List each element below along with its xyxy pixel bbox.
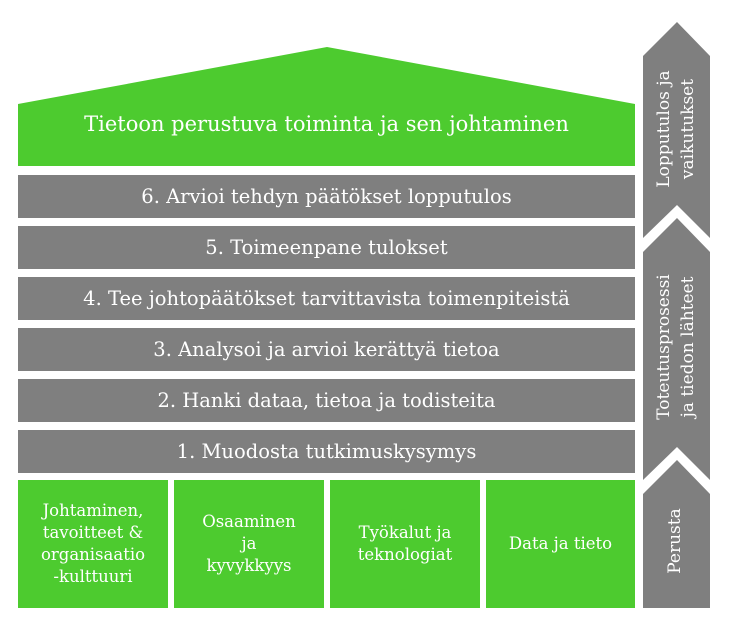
pillar-competence: Osaaminen ja kyvykkyys xyxy=(174,480,324,608)
pillar-label: Data ja tieto xyxy=(508,534,613,553)
pillar-tools: Työkalut ja teknologiat xyxy=(330,480,480,608)
step-4: 4. Tee johtopäätökset tarvittavista toim… xyxy=(18,277,635,320)
step-3: 3. Analysoi ja arvioi kerättyä tietoa xyxy=(18,328,635,371)
step-6: 6. Arvioi tehdyn päätökset lopputulos xyxy=(18,175,635,218)
side-label-foundation: Perusta xyxy=(665,508,685,574)
pillar-label: Työkalut ja teknologiat xyxy=(357,523,453,564)
arrow-process xyxy=(643,218,710,480)
side-label-process: Toteutusprosessi ja tiedon lähteet xyxy=(654,274,698,420)
roof-label: Tietoon perustuva toiminta ja sen johtam… xyxy=(84,112,569,136)
step-2: 2. Hanki dataa, tietoa ja todisteita xyxy=(18,379,635,422)
side-label-outcome: Lopputulos ja vaikutukset xyxy=(654,70,698,188)
arrow-foundation xyxy=(643,460,710,608)
pillar-leadership: Johtaminen, tavoitteet & organisaatio -k… xyxy=(18,480,168,608)
pillar-data: Data ja tieto xyxy=(486,480,635,608)
step-1: 1. Muodosta tutkimuskysymys xyxy=(18,430,635,473)
pillar-label: Johtaminen, tavoitteet & organisaatio -k… xyxy=(40,501,146,586)
pillar-label: Osaaminen ja kyvykkyys xyxy=(202,512,296,575)
step-5: 5. Toimeenpane tulokset xyxy=(18,226,635,269)
arrow-outcome xyxy=(643,22,710,238)
